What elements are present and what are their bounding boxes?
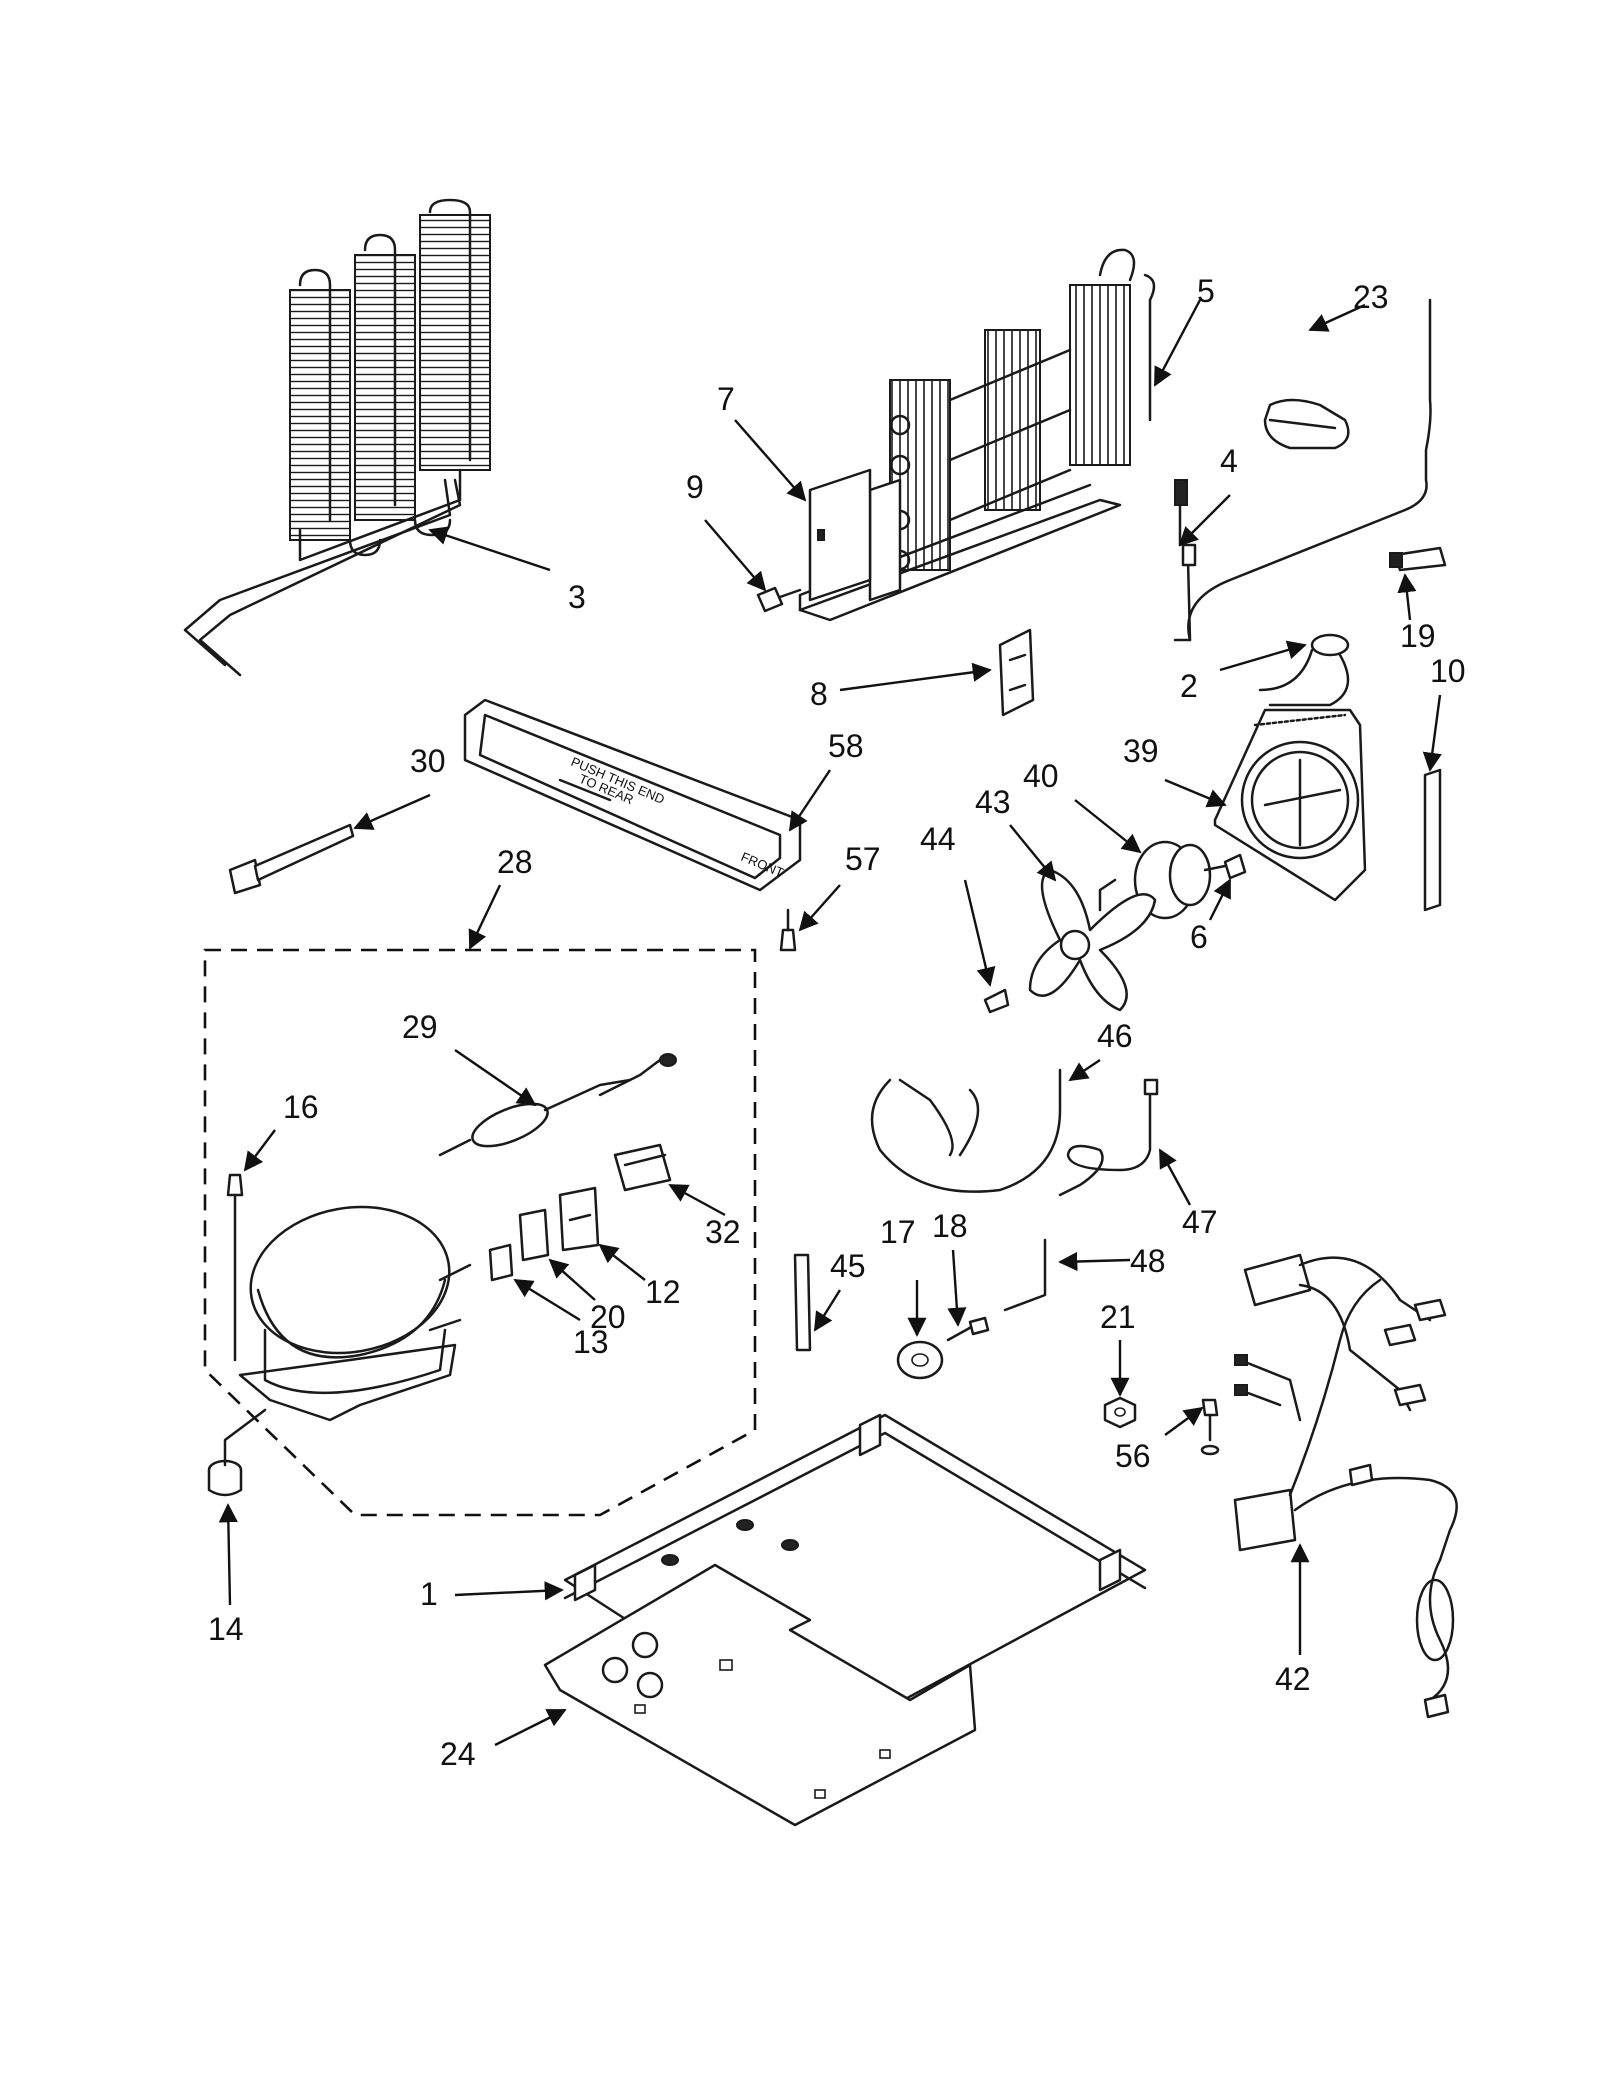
relay-part-32	[613, 1143, 672, 1192]
callout-43: 43	[975, 784, 1011, 820]
insulation-pad-part	[543, 1563, 977, 1827]
callout-47: 47	[1182, 1204, 1218, 1240]
evaporator-coil-part	[798, 248, 1156, 622]
callout-45: 45	[830, 1248, 866, 1284]
screw-part-56	[1200, 1398, 1220, 1456]
fan-motor-part	[1098, 840, 1232, 920]
callout-13: 13	[573, 1324, 609, 1360]
callout-42: 42	[1275, 1661, 1311, 1697]
callout-2: 2	[1180, 668, 1198, 704]
callout-16: 16	[283, 1089, 319, 1125]
relay-part-12	[558, 1186, 600, 1252]
callout-17: 17	[880, 1214, 916, 1250]
callout-32: 32	[705, 1214, 741, 1250]
callout-56: 56	[1115, 1438, 1151, 1474]
relay-part-20	[518, 1208, 550, 1262]
callout-19: 19	[1400, 618, 1436, 654]
cap-part-23	[1263, 398, 1350, 450]
compressor-part	[238, 1205, 472, 1422]
callout-18: 18	[932, 1208, 968, 1244]
fan-blade-part	[1028, 868, 1157, 1012]
callout-39: 39	[1123, 733, 1159, 769]
roller-part-17	[896, 1340, 944, 1380]
callout-28: 28	[497, 844, 533, 880]
callout-6: 6	[1190, 919, 1208, 955]
screw-part-57	[779, 908, 797, 952]
callout-44: 44	[920, 821, 956, 857]
cable-tie-part	[228, 823, 355, 895]
screw-part-6	[1223, 853, 1247, 880]
callout-29: 29	[402, 1009, 438, 1045]
callout-14: 14	[208, 1611, 244, 1647]
clip-part-8	[998, 628, 1035, 717]
callout-5: 5	[1197, 273, 1215, 309]
tube-part-48	[1003, 1238, 1047, 1312]
wiring-harness-part	[1233, 1253, 1458, 1719]
callout-58: 58	[828, 728, 864, 764]
relay-part-29	[438, 1053, 677, 1157]
sensor-wire-part	[1173, 298, 1432, 642]
heater-bracket-part	[808, 468, 872, 602]
grommet-part-2	[1258, 633, 1350, 707]
callout-7: 7	[717, 381, 735, 417]
bolt-part-18	[946, 1316, 990, 1342]
callout-21: 21	[1100, 1299, 1136, 1335]
callout-40: 40	[1023, 758, 1059, 794]
callout-24: 24	[440, 1736, 476, 1772]
condenser-coil-part	[183, 198, 491, 677]
leader-lines	[218, 299, 1442, 1747]
grommet-part-14	[207, 1408, 267, 1497]
fan-shroud-part	[1213, 708, 1367, 902]
bracket-part-44	[983, 988, 1010, 1014]
callout-9: 9	[686, 469, 704, 505]
callout-4: 4	[1220, 443, 1238, 479]
callout-23: 23	[1353, 279, 1389, 315]
callout-12: 12	[645, 1274, 681, 1310]
drain-tray-part: PUSH THIS END TO REAR FRONT	[463, 698, 802, 892]
screw-part-9	[756, 586, 802, 613]
relay-part-13	[488, 1243, 514, 1282]
callout-57: 57	[845, 841, 881, 877]
pin-part-45	[793, 1253, 812, 1352]
callout-20: 20	[590, 1299, 626, 1335]
nut-part-21	[1103, 1396, 1137, 1429]
strip-part-10	[1423, 768, 1442, 912]
clip-part-19	[1389, 546, 1447, 572]
callout-30: 30	[410, 743, 446, 779]
callout-46: 46	[1097, 1018, 1133, 1054]
bolt-part-16	[226, 1173, 244, 1362]
callout-8: 8	[810, 676, 828, 712]
callout-3: 3	[568, 579, 586, 615]
callout-1: 1	[420, 1576, 438, 1612]
compressor-assembly-outline	[203, 948, 757, 1517]
callout-labels: 3 5 23 4 7 9 19 8 2 10 39 30 58 57 28 40…	[208, 273, 1466, 1772]
tube-part-46	[870, 1068, 1062, 1193]
capillary-tube-part	[1058, 1078, 1159, 1197]
callout-10: 10	[1430, 653, 1466, 689]
callout-48: 48	[1130, 1243, 1166, 1279]
